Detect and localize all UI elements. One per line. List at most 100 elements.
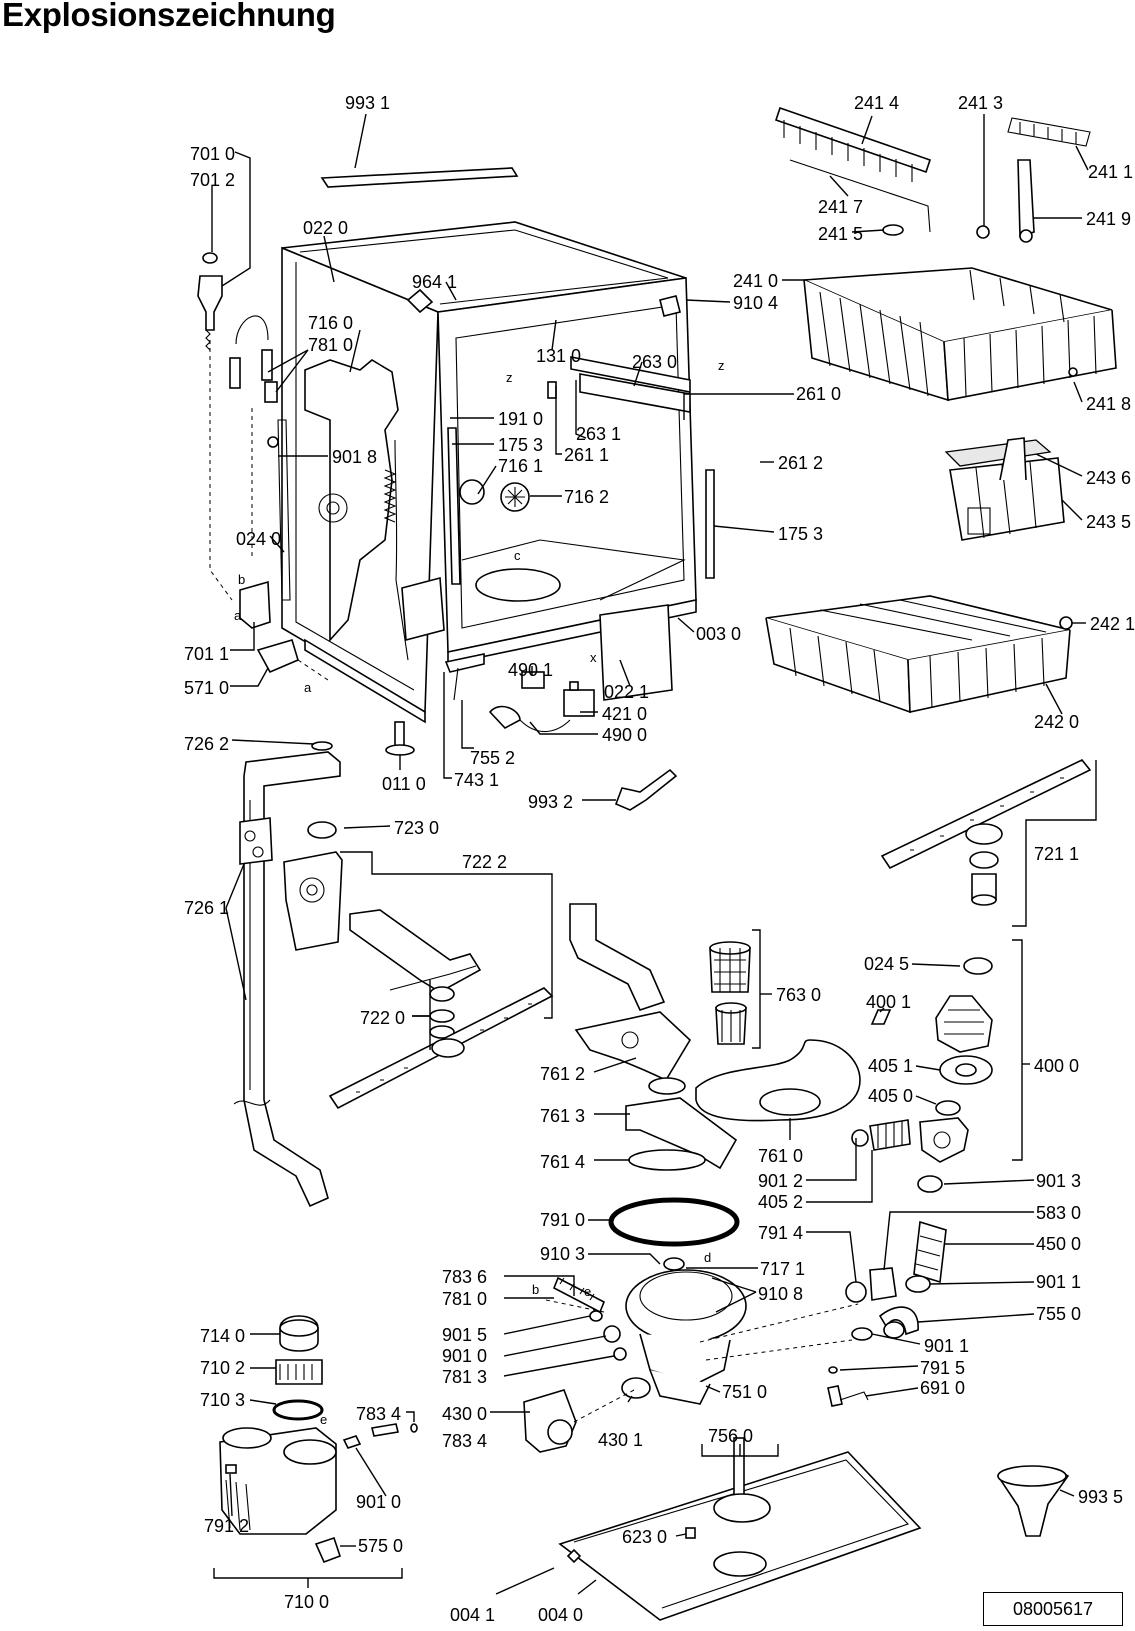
ref-letter-a-lower: a — [304, 680, 312, 695]
seal-strip-part — [320, 167, 519, 188]
ref-letter-z-left: z — [506, 370, 513, 385]
label-263-1: 263 1 — [576, 424, 621, 444]
upper-basket-part — [765, 106, 1117, 714]
label-242-1: 242 1 — [1090, 614, 1135, 634]
label-263-0: 263 0 — [632, 352, 677, 372]
label-716-0: 716 0 — [308, 313, 353, 333]
label-430-0: 430 0 — [442, 1404, 487, 1424]
label-901-0-lower: 901 0 — [356, 1492, 401, 1512]
leader-lines — [211, 113, 1097, 1595]
label-783-6: 783 6 — [442, 1267, 487, 1287]
page-title: Explosionszeichnung — [2, 0, 336, 33]
label-791-2: 791 2 — [204, 1516, 249, 1536]
label-791-4: 791 4 — [758, 1223, 803, 1243]
label-261-2: 261 2 — [778, 453, 823, 473]
label-241-8: 241 8 — [1086, 394, 1131, 414]
tub-assembly-part — [277, 221, 715, 724]
label-004-1: 004 1 — [450, 1605, 495, 1625]
label-783-4-left: 783 4 — [442, 1431, 487, 1451]
label-575-0: 575 0 — [358, 1536, 403, 1556]
label-421-0: 421 0 — [602, 704, 647, 724]
label-901-1-upper: 901 1 — [1036, 1272, 1081, 1292]
reference-letters: z z c x a a b b d e e — [234, 358, 725, 1427]
label-405-1: 405 1 — [868, 1056, 913, 1076]
document-number-box: 08005617 — [983, 1592, 1123, 1626]
label-261-1: 261 1 — [564, 445, 609, 465]
label-024-5: 024 5 — [864, 954, 909, 974]
label-722-2: 722 2 — [462, 852, 507, 872]
label-405-2: 405 2 — [758, 1192, 803, 1212]
label-901-8: 901 8 — [332, 447, 377, 467]
label-400-0: 400 0 — [1034, 1056, 1079, 1076]
label-993-2: 993 2 — [528, 792, 573, 812]
label-691-0: 691 0 — [920, 1378, 965, 1398]
label-901-3: 901 3 — [1036, 1171, 1081, 1191]
label-755-0: 755 0 — [1036, 1304, 1081, 1324]
label-710-0: 710 0 — [284, 1592, 329, 1612]
label-910-3: 910 3 — [540, 1244, 585, 1264]
label-761-2: 761 2 — [540, 1064, 585, 1084]
label-701-1: 701 1 — [184, 644, 229, 664]
label-003-0: 003 0 — [696, 624, 741, 644]
label-722-0: 722 0 — [360, 1008, 405, 1028]
label-430-1: 430 1 — [598, 1430, 643, 1450]
sump-part — [523, 1257, 859, 1453]
label-701-2: 701 2 — [190, 170, 235, 190]
label-004-0: 004 0 — [538, 1605, 583, 1625]
label-583-0: 583 0 — [1036, 1203, 1081, 1223]
label-011-0: 011 0 — [382, 774, 426, 794]
label-131-0: 131 0 — [536, 346, 581, 366]
label-716-1: 716 1 — [498, 456, 543, 476]
label-191-0: 191 0 — [498, 409, 543, 429]
label-405-0: 405 0 — [868, 1086, 913, 1106]
label-726-2: 726 2 — [184, 734, 229, 754]
label-756-0: 756 0 — [708, 1426, 753, 1446]
label-901-0-upper: 901 0 — [442, 1346, 487, 1366]
label-022-0: 022 0 — [303, 218, 348, 238]
ref-letter-x: x — [590, 650, 597, 665]
part-labels: 993 1 701 0 701 2 022 0 964 1 910 4 716 … — [184, 93, 1135, 1625]
label-243-6: 243 6 — [1086, 468, 1131, 488]
label-901-2: 901 2 — [758, 1171, 803, 1191]
ref-letter-a-upper: a — [234, 608, 242, 623]
label-901-1-lower: 901 1 — [924, 1336, 969, 1356]
label-910-8: 910 8 — [758, 1284, 803, 1304]
label-761-3: 761 3 — [540, 1106, 585, 1126]
label-241-4: 241 4 — [854, 93, 899, 113]
label-241-9: 241 9 — [1086, 209, 1131, 229]
label-781-0-lower: 781 0 — [442, 1289, 487, 1309]
label-716-2: 716 2 — [564, 487, 609, 507]
label-571-0: 571 0 — [184, 678, 229, 698]
circulation-pump-part — [827, 957, 993, 1407]
label-024-0: 024 0 — [236, 529, 281, 549]
label-623-0: 623 0 — [622, 1527, 667, 1547]
label-175-3-lower: 175 3 — [778, 524, 823, 544]
label-791-0: 791 0 — [540, 1210, 585, 1230]
label-783-4-right: 783 4 — [356, 1404, 401, 1424]
upper-spray-arm-part — [283, 821, 554, 1110]
ref-letter-d: d — [704, 1250, 711, 1265]
label-751-0: 751 0 — [722, 1382, 767, 1402]
ref-letter-z-right: z — [718, 358, 725, 373]
sump-pipe-part — [569, 903, 740, 1247]
ref-letter-b-upper: b — [238, 572, 245, 587]
label-763-0: 763 0 — [776, 985, 821, 1005]
label-243-5: 243 5 — [1086, 512, 1131, 532]
spray-pipe-part — [233, 741, 341, 1208]
bottom-fittings-part — [385, 653, 678, 811]
label-241-1: 241 1 — [1088, 162, 1133, 182]
label-901-5: 901 5 — [442, 1325, 487, 1345]
label-761-4: 761 4 — [540, 1152, 585, 1172]
label-791-5: 791 5 — [920, 1358, 965, 1378]
filter-part — [695, 941, 861, 1122]
label-710-2: 710 2 — [200, 1358, 245, 1378]
label-241-7: 241 7 — [818, 197, 863, 217]
label-450-0: 450 0 — [1036, 1234, 1081, 1254]
label-723-0: 723 0 — [394, 818, 439, 838]
label-964-1: 964 1 — [412, 272, 457, 292]
ref-letter-b-lower: b — [532, 1282, 539, 1297]
label-781-0-top: 781 0 — [308, 335, 353, 355]
label-261-0: 261 0 — [796, 384, 841, 404]
label-241-3: 241 3 — [958, 93, 1003, 113]
